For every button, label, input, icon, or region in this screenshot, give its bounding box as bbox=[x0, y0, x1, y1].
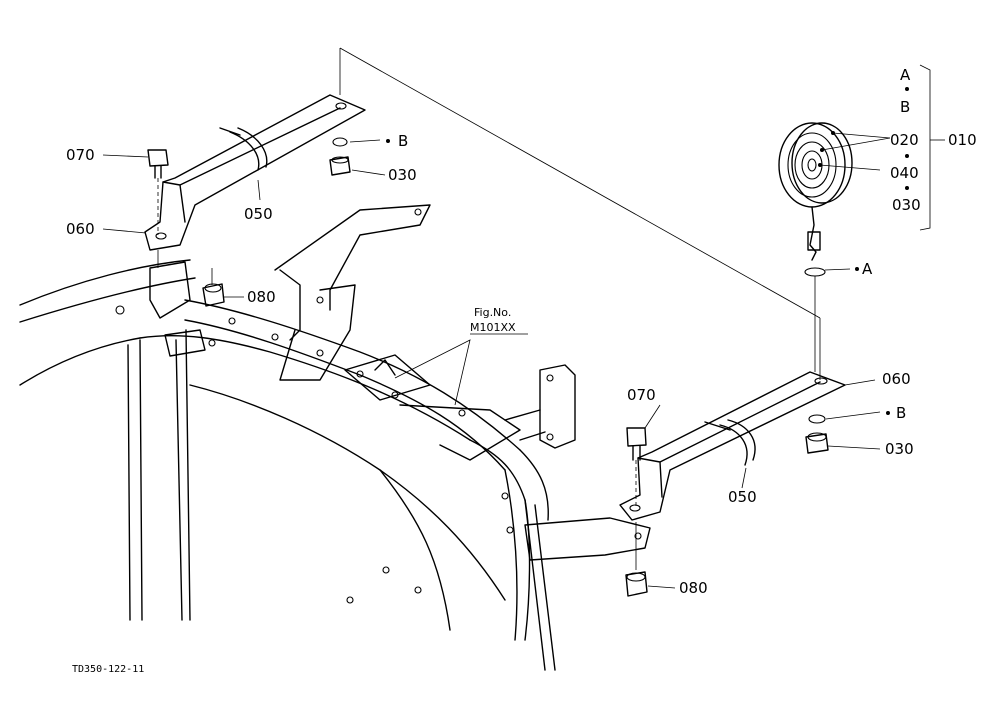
fig-ref-number: M101XX bbox=[470, 321, 516, 334]
callout-060-left: 060 bbox=[66, 220, 95, 238]
lamp-group-020: 020 bbox=[890, 131, 919, 149]
fig-ref-label: Fig.No. bbox=[474, 306, 511, 319]
leader-lines bbox=[102, 64, 945, 589]
cab-frame bbox=[19, 259, 556, 671]
lamp-group-010: 010 bbox=[948, 131, 977, 149]
reference-line bbox=[339, 47, 821, 319]
callout-080-left: 080 bbox=[247, 288, 276, 306]
lamp-group-b: B bbox=[900, 98, 910, 116]
callout-070-left: 070 bbox=[66, 146, 95, 164]
work-lamp bbox=[778, 122, 853, 372]
lamp-group-a: A bbox=[900, 66, 911, 84]
callout-b-right: B bbox=[896, 404, 906, 422]
callout-080-right: 080 bbox=[679, 579, 708, 597]
left-lamp-bracket bbox=[144, 94, 366, 307]
callout-050-right: 050 bbox=[728, 488, 757, 506]
callout-070-right: 070 bbox=[627, 386, 656, 404]
callout-a-right: A bbox=[862, 260, 873, 278]
callout-050-left: 050 bbox=[244, 205, 273, 223]
callout-030-right: 030 bbox=[885, 440, 914, 458]
callout-060-right: 060 bbox=[882, 370, 911, 388]
callout-030-top: 030 bbox=[388, 166, 417, 184]
lamp-group-040: 040 bbox=[890, 164, 919, 182]
lamp-group-030: 030 bbox=[892, 196, 921, 214]
drawing-code: TD350-122-11 bbox=[72, 664, 144, 675]
right-lamp-bracket bbox=[619, 371, 846, 597]
callout-b-top: B bbox=[398, 132, 408, 150]
center-brackets bbox=[274, 204, 651, 561]
